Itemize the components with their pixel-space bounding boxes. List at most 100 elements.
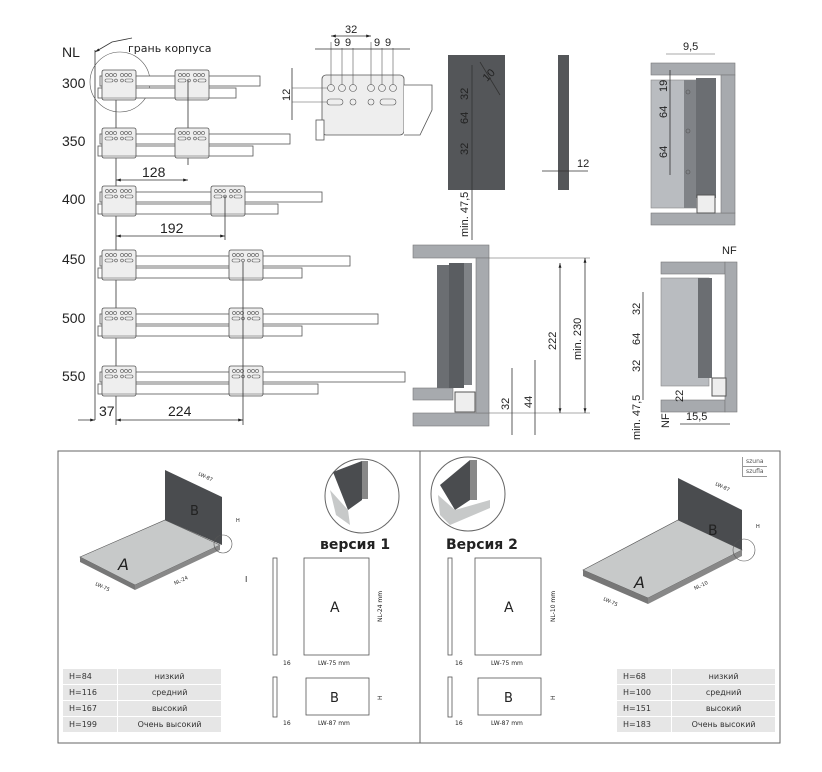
version1-title: версия 1 [320,537,390,553]
dim-37-label: 37 [99,403,115,419]
front-dim-min-47-5: min. 47,5 [459,192,471,237]
nl-500-label: 500 [62,310,86,326]
table-cell-name: Очень высокий [117,716,222,733]
v1-dim-b-height: H [377,695,384,700]
front-panel-drilling: 10 32 64 32 min. 47,5 [448,55,505,240]
nl-300-label: 300 [62,75,86,91]
nl-350-label: 350 [62,133,86,149]
table-cell-name: высокий [117,700,222,717]
side-dim-22: 22 [674,390,686,402]
side-dim-12: 12 [577,158,589,170]
section-dim-222: 222 [547,332,559,350]
v2-part-a-label: A [504,600,514,616]
legend-item-szuna: szuna [743,457,767,467]
v1-iso-lw75: LW-75 [94,581,110,593]
v2-part-b [477,677,542,716]
v1-dim-b-width: LW-87 mm [318,720,350,727]
bracket-dim-12: 12 [281,89,293,101]
v1-iso-lw87: LW-87 [197,471,213,483]
side-dim-nf-top: NF [722,245,737,257]
runner-row-400: 400 [62,185,323,240]
side-profile: 12 [542,55,589,190]
front-dim-32-bottom: 32 [459,143,471,155]
v2-dim-b-width: LW-87 mm [491,720,523,727]
runner-length-section: NL грань корпуса 300 350 128 400 [62,37,406,425]
dim-192-label: 192 [160,220,184,236]
rear-dim-9-5: 9,5 [683,41,698,53]
v1-thickness-b: 16 [283,720,291,727]
nl-450-label: 450 [62,251,86,267]
version1-parts: A B LW-75 mm LW-87 mm NL-24 mm H 16 16 [272,557,384,727]
dim-128-label: 128 [142,164,166,180]
v2-iso-h: H [756,524,760,530]
v1-iso-h: H [236,518,240,524]
v1-detail-mark: I [245,575,247,584]
table-cell-h: H=199 [61,716,119,733]
runner-row-450: 450 [62,249,351,281]
front-dim-32-top: 32 [459,88,471,100]
v2-iso-label-b: B [708,523,718,539]
rear-mount-view: 9,5 19 64 64 [650,41,736,226]
section-dim-44: 44 [523,396,535,408]
side-dim-64: 64 [631,333,643,345]
version1-detail: версия 1 [320,458,400,553]
v2-part-a [474,557,542,656]
v2-iso-nl10: NL-10 [693,580,709,592]
side-dim-32b: 32 [631,360,643,372]
side-section: NF 32 64 32 22 min. 47,5 NF 15,5 [631,245,738,440]
runner-row-550: 550 [62,365,406,397]
version1-isometric: A B I [79,470,247,590]
v1-dim-a-width: LW-75 mm [318,660,350,667]
v2-dim-a-height: NL-10 mm [550,591,557,622]
table-cell-name: средний [671,684,776,701]
v1-part-a-label: A [330,600,340,616]
table-cell-h: H=183 [615,716,673,733]
v2-iso-lw75: LW-75 [602,596,618,608]
cabinet-edge-label: грань корпуса [128,42,212,55]
section-dim-min-230: min. 230 [572,318,584,360]
v1-iso-label-b: B [190,504,199,519]
legend-item-szufla: szufla [743,467,767,477]
version2-title: Версия 2 [446,537,518,553]
v2-iso-lw87: LW-87 [714,481,730,493]
v1-iso-label-a: A [117,555,129,574]
runner-row-350: 350 [62,127,291,159]
version2-detail: Версия 2 [430,456,518,553]
side-dim-min-47-5: min. 47,5 [631,395,643,440]
table-cell-name: низкий [117,668,222,685]
nl-header: NL [62,44,80,60]
v2-part-b-label: B [504,691,513,706]
bracket-dim-9a: 9 [334,37,340,49]
v2-thickness-a: 16 [455,660,463,667]
bracket-dim-9c: 9 [374,37,380,49]
versions-frame [57,450,781,744]
side-dim-15-5: 15,5 [686,411,707,423]
front-dim-64: 64 [459,112,471,124]
v1-iso-nl24: NL-24 [173,575,189,587]
table-cell-name: низкий [671,668,776,685]
table-cell-h: H=68 [615,668,673,685]
rear-dim-64b: 64 [658,146,670,158]
v1-dim-a-height: NL-24 mm [377,591,384,622]
cabinet-section: 222 min. 230 32 44 [412,244,590,435]
table-cell-name: высокий [671,700,776,717]
rear-dim-19: 19 [658,80,670,92]
bracket-dim-32: 32 [345,24,357,36]
v2-dim-a-width: LW-75 mm [491,660,523,667]
bracket-dim-9b: 9 [345,37,351,49]
v2-iso-label-a: A [633,573,645,592]
version2-parts: A B LW-75 mm LW-87 mm NL-10 mm H 16 16 [447,557,557,727]
bracket-detail: 32 9 9 9 9 12 [281,24,433,141]
table-cell-name: Очень высокий [671,716,776,733]
side-dim-nf-bottom: NF [660,413,672,428]
dim-224-label: 224 [168,403,192,419]
